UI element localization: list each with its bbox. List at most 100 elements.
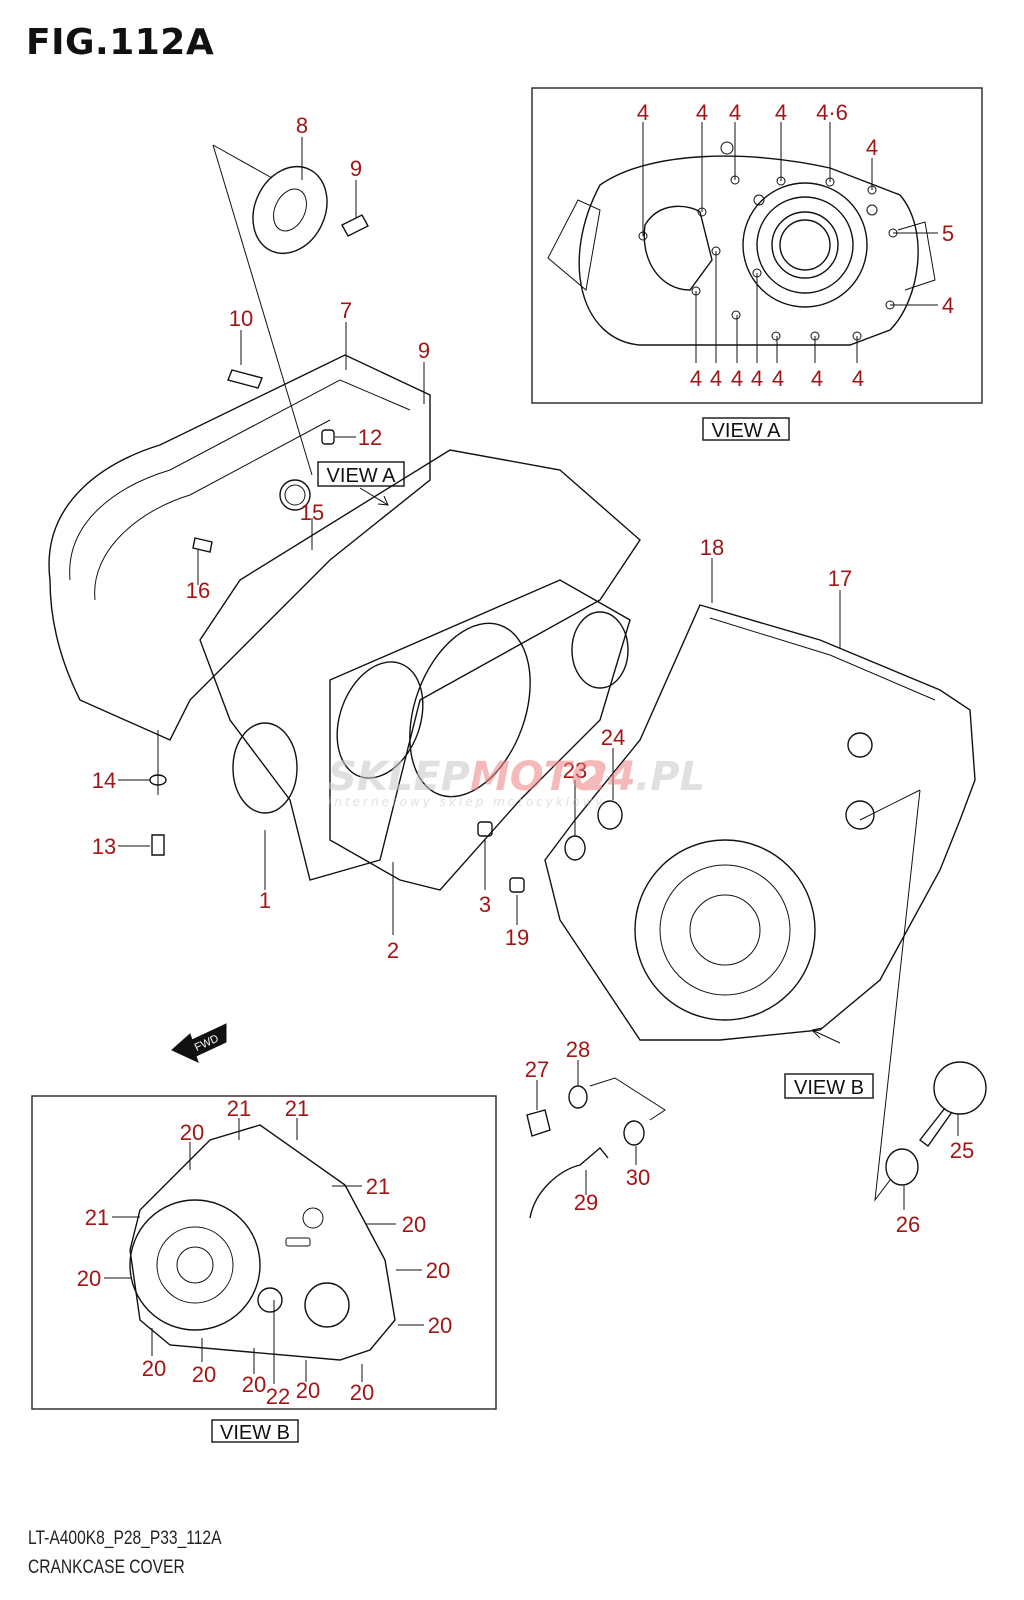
right-cover-outline [544, 604, 976, 1041]
callout-3: 3 [479, 892, 491, 917]
right-crankcase-cover: 18 17 23 24 VIEW B 25 26 [544, 535, 987, 1237]
callout-12: 12 [358, 425, 382, 450]
view-b-cover-outline [129, 1124, 396, 1361]
watermark: SKLEP MOTO 24 .PL internetowy sklep moto… [328, 754, 705, 809]
callout-4: 4 [696, 100, 708, 125]
callout-2: 2 [387, 938, 399, 963]
oring-24 [597, 800, 623, 830]
callout-21: 21 [285, 1096, 309, 1121]
view-a-cover-outline [578, 155, 919, 346]
callout-18: 18 [700, 535, 724, 560]
drain-hardware: 27 28 29 30 [525, 1037, 666, 1219]
view-a-clutch-housing [742, 182, 868, 308]
callout-7: 7 [340, 298, 352, 323]
svg-text:VIEW A: VIEW A [327, 465, 397, 487]
callout-28: 28 [566, 1037, 590, 1062]
callout-17: 17 [828, 566, 852, 591]
left-leaders [118, 137, 425, 890]
part-8-plate [252, 165, 328, 255]
view-a-left-tab [547, 199, 601, 291]
callout-27: 27 [525, 1057, 549, 1082]
view-b-rotor-cover [129, 1199, 261, 1331]
callout-4: 4 [942, 293, 954, 318]
bolt-10 [227, 369, 263, 389]
svg-text:SKLEP: SKLEP [328, 754, 470, 800]
svg-text:24: 24 [580, 754, 636, 800]
callout-4: 4 [811, 366, 823, 391]
washer-14 [149, 774, 167, 786]
callout-29: 29 [574, 1190, 598, 1215]
bolt-11 [341, 214, 369, 237]
callout-25: 25 [950, 1138, 974, 1163]
callout-4: 4 [729, 100, 741, 125]
view-a-bearing-outer [771, 211, 839, 279]
dowel-3 [477, 821, 493, 837]
callout-4: 4 [772, 366, 784, 391]
callout-21: 21 [366, 1174, 390, 1199]
view-a-right-tab [897, 221, 936, 291]
gasket-2 [329, 579, 631, 891]
view-b-frame [31, 1095, 497, 1410]
dowel-19 [509, 877, 525, 893]
callout-23: 23 [563, 758, 587, 783]
callout-20: 20 [428, 1313, 452, 1338]
figure-title: FIG.112A [26, 22, 215, 63]
crankcase-and-gasket: 2 3 19 [199, 449, 641, 963]
right-cover-dome [634, 839, 816, 1021]
callout-13: 13 [92, 834, 116, 859]
view-a-leaders [642, 122, 938, 363]
filler-hole [845, 800, 875, 830]
view-a-inner-ring [756, 196, 854, 294]
view-a-bearing-inner [779, 219, 831, 271]
view-a-main-tag: VIEW A [317, 461, 405, 487]
callout-20: 20 [402, 1212, 426, 1237]
callout-4: 4 [637, 100, 649, 125]
figure-caption: CRANKCASE COVER [28, 1557, 185, 1578]
view-b-arrow [811, 1027, 841, 1044]
hose-29 [529, 1146, 609, 1219]
figure-code: LT-A400K8_P28_P33_112A [28, 1528, 222, 1549]
view-a-bolt-holes [638, 141, 898, 341]
svg-text:VIEW A: VIEW A [712, 420, 782, 442]
callout-4: 4 [710, 366, 722, 391]
dowel-12 [321, 429, 335, 445]
callout-20: 20 [350, 1380, 374, 1405]
view-b-box-tag: VIEW B [211, 1419, 299, 1444]
svg-text:VIEW B: VIEW B [220, 1422, 290, 1444]
callout-20: 20 [192, 1362, 216, 1387]
view-b-inset: 21 21 20 21 20 21 20 20 20 20 20 20 22 2… [31, 1095, 497, 1444]
view-b-leaders [104, 1118, 424, 1384]
callout-4: 4 [775, 100, 787, 125]
fwd-arrow-icon: FWD [171, 1023, 227, 1063]
callout-4: 4 [731, 366, 743, 391]
callout-4: 4 [690, 366, 702, 391]
plug-23 [564, 835, 586, 861]
callout-20: 20 [180, 1120, 204, 1145]
callout-21: 21 [227, 1096, 251, 1121]
washer-28 [568, 1085, 588, 1109]
callout-16: 16 [186, 578, 210, 603]
callout-20: 20 [426, 1258, 450, 1283]
callout-20: 20 [242, 1372, 266, 1397]
oil-seal-15 [279, 479, 311, 511]
svg-text:MOTO: MOTO [470, 754, 605, 800]
gasket-18 [709, 617, 936, 701]
filler-cap-25 [933, 1061, 987, 1115]
callout-4: 4 [866, 135, 878, 160]
view-a-cam-cover [643, 205, 713, 291]
callout-21: 21 [85, 1205, 109, 1230]
callout-20: 20 [77, 1266, 101, 1291]
drain-bolt-27 [526, 1109, 551, 1137]
crankcase-outline [199, 449, 641, 881]
view-a-inset: 4 4 4 4 4·6 4 5 4 4 4 4 4 4 4 4 VIEW A [531, 87, 983, 442]
svg-text:.PL: .PL [635, 754, 705, 800]
view-a-frame [531, 87, 983, 404]
callout-4-6: 4·6 [816, 100, 848, 125]
callout-24: 24 [601, 725, 625, 750]
bolt-13 [151, 834, 165, 856]
view-b-main-tag: VIEW B [784, 1073, 874, 1099]
bolt-16 [192, 537, 213, 553]
svg-text:internetowy sklep motocyklowy: internetowy sklep motocyklowy [328, 795, 605, 809]
callout-26: 26 [896, 1212, 920, 1237]
